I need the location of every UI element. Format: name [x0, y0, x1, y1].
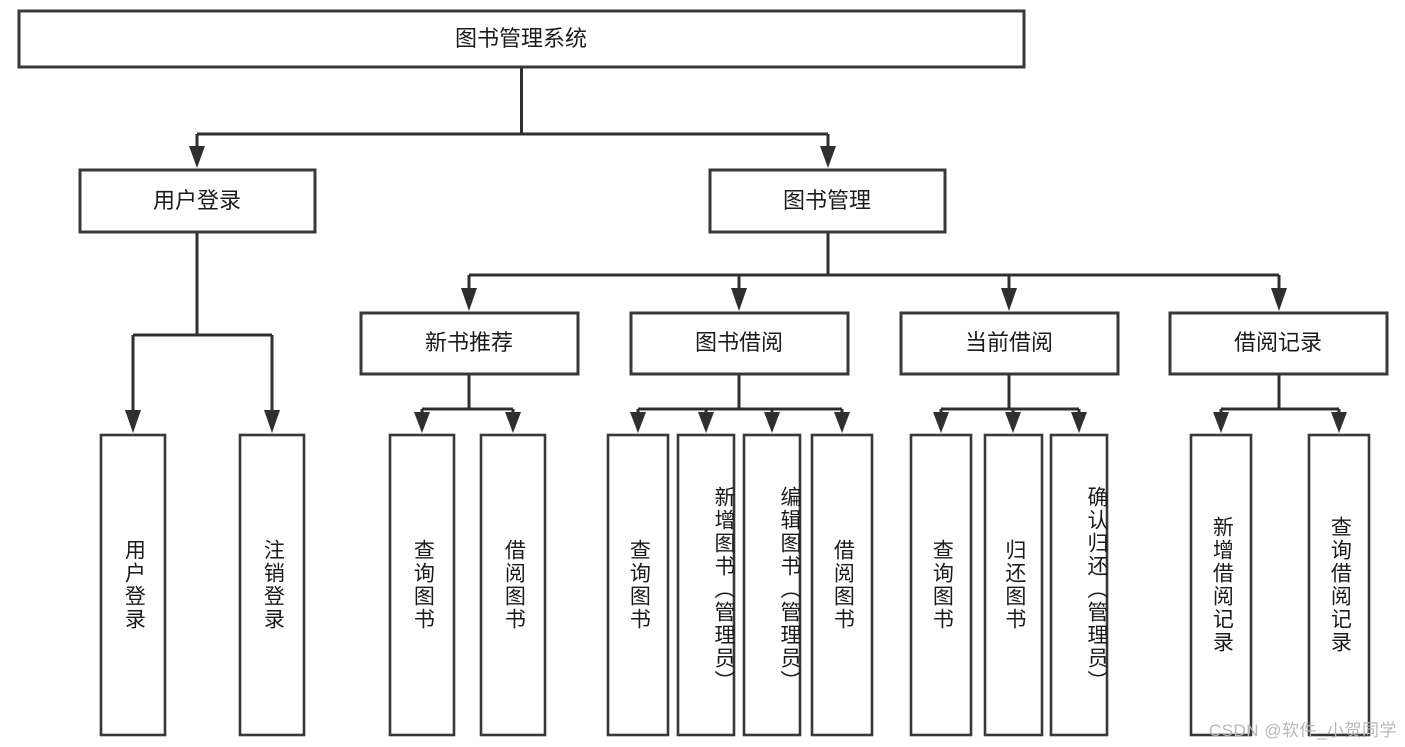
arrow-head-edit-book-admin	[764, 412, 780, 433]
node-book-borrow[interactable]: 图书借阅	[629, 311, 850, 376]
connector-group-user-login	[125, 232, 280, 433]
arrow-head-leaf-user-login	[125, 410, 141, 433]
node-user-login-label: 用户登录	[153, 188, 241, 213]
arrow-head-book-manage	[820, 146, 836, 168]
node-leaf-add-book-admin-box[interactable]	[676, 433, 736, 737]
node-root-box[interactable]	[17, 9, 1026, 69]
arrow-head-new-book-rec	[461, 288, 477, 311]
arrow-head-borrow-book	[834, 412, 850, 433]
node-current-borrow-box[interactable]	[899, 311, 1120, 376]
node-borrow-record-label: 借阅记录	[1234, 330, 1322, 355]
node-book-borrow-box[interactable]	[629, 311, 850, 376]
arrow-head-leaf-logout	[264, 410, 280, 433]
connector-group-book-borrow	[630, 374, 850, 433]
connector-group-root	[189, 67, 836, 168]
connector-group-borrow-record	[1213, 374, 1347, 433]
node-new-book-rec[interactable]: 新书推荐	[359, 311, 580, 376]
node-new-book-rec-box[interactable]	[359, 311, 580, 376]
node-leaf-cur-query-book-box[interactable]	[909, 433, 973, 737]
node-leaf-logout-box[interactable]	[238, 433, 306, 737]
node-leaf-borrow-book-box[interactable]	[810, 433, 874, 737]
csdn-watermark: CSDN @软件_小贺同学	[1208, 721, 1397, 740]
node-book-manage[interactable]: 图书管理	[708, 168, 947, 234]
node-borrow-record[interactable]: 借阅记录	[1168, 311, 1389, 376]
node-leaf-return-book-box[interactable]	[983, 433, 1044, 737]
arrow-head-user-login	[189, 146, 205, 168]
node-leaf-rec-query-book-box[interactable]	[388, 433, 456, 737]
node-leaf-confirm-return-admin-box[interactable]	[1049, 433, 1109, 737]
node-current-borrow-label: 当前借阅	[965, 330, 1053, 355]
arrow-head-current-borrow	[1001, 288, 1017, 311]
node-leaf-add-borrow-record-box[interactable]	[1189, 433, 1253, 737]
node-current-borrow[interactable]: 当前借阅	[899, 311, 1120, 376]
arrow-head-borrow-query-book	[630, 412, 646, 433]
connector-group-current-borrow	[933, 374, 1087, 433]
arrow-head-borrow-record	[1271, 288, 1287, 311]
node-leaf-rec-borrow-book-box[interactable]	[479, 433, 547, 737]
arrow-head-query-borrow-record	[1331, 412, 1347, 433]
node-book-borrow-label: 图书借阅	[695, 330, 783, 355]
node-root[interactable]: 图书管理系统	[17, 9, 1026, 69]
connector-group-new-book-rec	[414, 374, 521, 433]
arrow-head-add-borrow-record	[1213, 412, 1229, 433]
arrow-head-confirm-return-admin	[1071, 412, 1087, 433]
node-new-book-rec-label: 新书推荐	[425, 330, 513, 355]
node-book-manage-label: 图书管理	[783, 188, 871, 213]
node-leaf-borrow-query-book-box[interactable]	[606, 433, 670, 737]
arrow-head-return-book	[1005, 412, 1021, 433]
arrow-head-rec-borrow-book	[505, 412, 521, 433]
connector-group-book-manage	[461, 232, 1287, 311]
node-leaf-user-login-box[interactable]	[99, 433, 167, 737]
node-borrow-record-box[interactable]	[1168, 311, 1389, 376]
node-leaf-query-borrow-record-box[interactable]	[1307, 433, 1371, 737]
node-root-label: 图书管理系统	[455, 26, 587, 51]
arrow-head-add-book-admin	[698, 412, 714, 433]
arrow-head-rec-query-book	[414, 412, 430, 433]
node-leaf-edit-book-admin-box[interactable]	[742, 433, 802, 737]
node-book-manage-box[interactable]	[708, 168, 947, 234]
arrow-head-book-borrow	[731, 288, 747, 311]
node-user-login-box[interactable]	[78, 168, 317, 234]
arrow-head-cur-query-book	[933, 412, 949, 433]
node-user-login[interactable]: 用户登录	[78, 168, 317, 234]
